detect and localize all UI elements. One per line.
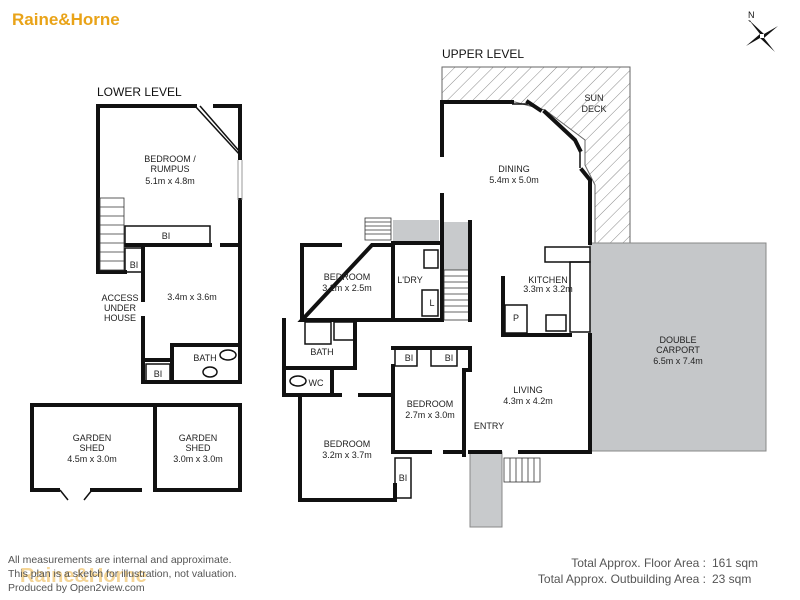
- total-floor-area-label: Total Approx. Floor Area :: [571, 556, 706, 570]
- garden-shed-2-size: 3.0m x 3.0m: [173, 454, 223, 464]
- entry-steps: [503, 457, 541, 483]
- access-label-3: HOUSE: [104, 313, 136, 323]
- brand-watermark: Raine&Horne: [20, 565, 147, 587]
- footer-disclaimer-2: This plan is a sketch for illustration, …: [8, 568, 237, 580]
- built-in-label: BI: [154, 369, 163, 379]
- sun-deck-label-1: SUN: [584, 93, 603, 103]
- access-label-1: ACCESS: [101, 293, 138, 303]
- built-in-label: BI: [405, 353, 414, 363]
- upper-stairs-shade: [393, 220, 439, 242]
- bedroom-c-size: 3.2m x 3.7m: [322, 450, 372, 460]
- garden-shed-2-label-1: GARDEN: [179, 433, 218, 443]
- total-floor-area-value: 161 sqm: [712, 556, 758, 570]
- lower-stairs: [99, 197, 125, 271]
- access-label-2: UNDER: [104, 303, 137, 313]
- built-in-label: BI: [162, 231, 171, 241]
- garden-sheds: [30, 403, 242, 501]
- built-in-label: BI: [399, 473, 408, 483]
- lower-level-plan: [96, 104, 243, 384]
- dining-size: 5.4m x 5.0m: [489, 175, 539, 185]
- bedroom-b-label: BEDROOM: [407, 399, 454, 409]
- living-label: LIVING: [513, 385, 543, 395]
- bedroom-rumpus-label-2: RUMPUS: [150, 164, 189, 174]
- wc-label: WC: [309, 378, 324, 388]
- footer-disclaimer-1: All measurements are internal and approx…: [8, 554, 232, 566]
- lower-bath-label: BATH: [193, 353, 216, 363]
- sun-deck-label-2: DECK: [581, 104, 606, 114]
- lower-room-size: 3.4m x 3.6m: [167, 292, 217, 302]
- carport-label-1: DOUBLE: [659, 335, 696, 345]
- total-outbuilding-area-value: 23 sqm: [712, 572, 751, 586]
- garden-shed-1-label-1: GARDEN: [73, 433, 112, 443]
- garden-shed-2-label-2: SHED: [185, 443, 211, 453]
- built-in-label: BI: [130, 260, 139, 270]
- carport-area: [589, 242, 767, 452]
- footer-producer: Produced by Open2view.com: [8, 582, 145, 594]
- bedroom-a-label: BEDROOM: [324, 272, 371, 282]
- upper-stairs-shade: [442, 222, 470, 272]
- garden-shed-1-size: 4.5m x 3.0m: [67, 454, 117, 464]
- built-in-label: BI: [445, 353, 454, 363]
- upper-level-walls: [282, 99, 592, 502]
- lower-level-title: LOWER LEVEL: [97, 85, 182, 99]
- bedroom-b-size: 2.7m x 3.0m: [405, 410, 455, 420]
- kitchen-size: 3.3m x 3.2m: [523, 284, 573, 294]
- total-outbuilding-area-label: Total Approx. Outbuilding Area :: [538, 572, 706, 586]
- carport-size: 6.5m x 7.4m: [653, 356, 703, 366]
- bedroom-rumpus-size: 5.1m x 4.8m: [145, 176, 195, 186]
- entry-label: ENTRY: [474, 421, 504, 431]
- living-size: 4.3m x 4.2m: [503, 396, 553, 406]
- brand-logo: Raine&Horne: [12, 10, 120, 29]
- compass-icon: N: [746, 10, 778, 52]
- bedroom-rumpus-label-1: BEDROOM /: [144, 154, 196, 164]
- bedroom-c-label: BEDROOM: [324, 439, 371, 449]
- upper-bath-label: BATH: [310, 347, 333, 357]
- pantry-label: P: [513, 313, 519, 323]
- laundry-cupboard-label: L: [429, 298, 434, 308]
- upper-level-title: UPPER LEVEL: [442, 47, 524, 61]
- kitchen-label: KITCHEN: [528, 275, 568, 285]
- bedroom-a-size: 3.2m x 2.5m: [322, 283, 372, 293]
- entry-walkway: [469, 451, 503, 528]
- garden-shed-1-label-2: SHED: [79, 443, 105, 453]
- laundry-label: L'DRY: [397, 275, 423, 285]
- upper-main-stairs: [443, 269, 470, 321]
- upper-stairs-small: [364, 217, 392, 241]
- carport-label-2: CARPORT: [656, 345, 700, 355]
- compass-north-label: N: [748, 10, 755, 20]
- dining-label: DINING: [498, 164, 530, 174]
